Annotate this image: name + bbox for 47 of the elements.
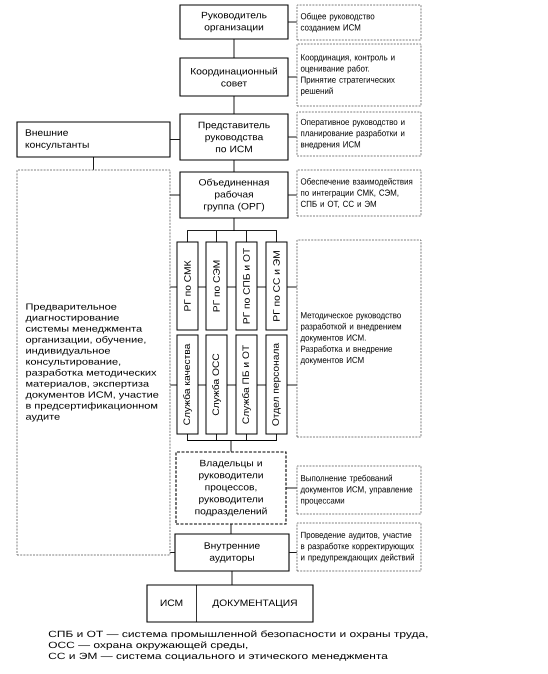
footnote-text: ОСС — охрана окружающей среды, (48, 641, 248, 650)
connector-line (288, 76, 298, 78)
description-box: Оперативное руководство и планирование разработки и внедрения ИСМ (296, 112, 422, 156)
connector-line (288, 194, 298, 196)
description-box: Методическое руководство разработкой и внедрением документов ИСМ. Разработка и внедрение документов ИСМ (296, 240, 422, 438)
footnote-text: СС и ЭМ — система социального и этического менеджмента (48, 652, 388, 661)
role-box: Руководитель организации (179, 4, 289, 40)
connector-line (198, 384, 206, 386)
vertical-text-box: РГ по СЭМ (206, 242, 228, 330)
description-box: Предварительное диагностирование системы менеджмента организации, обучение, индивидуальное консультирование, разработка методических материалов, экспертиза документов ИСМ, участие в предсертификационном аудите (16, 170, 170, 556)
connector-line (170, 552, 175, 553)
connector-line (170, 194, 180, 196)
vertical-text-box: Служба качества (176, 334, 198, 434)
role-box: Координационный совет (179, 57, 289, 97)
connector-line (288, 136, 298, 138)
role-box: Представитель руководства по ИСМ (179, 113, 289, 161)
connector-line (198, 286, 206, 288)
connector-line (230, 524, 232, 534)
connector-line (187, 218, 277, 242)
connector-line (170, 384, 177, 386)
connector-line (170, 139, 180, 140)
connector-line (227, 286, 236, 288)
connector-line (257, 286, 266, 288)
vertical-text-box: РГ по СПБ и ОТ (236, 242, 258, 330)
vertical-text-box: Служба ПБ и ОТ (236, 334, 258, 434)
role-box: Внутренние аудиторы (174, 533, 290, 572)
vertical-text-box: Служба ОСС (206, 334, 228, 434)
description-box: Координация, контроль и оценивание работ. Принятие стратегических решений (296, 44, 422, 106)
vertical-text-box: РГ по СМК (176, 242, 198, 330)
connector-line (287, 286, 298, 288)
vertical-text-box: РГ по СС и ЭМ (266, 242, 288, 330)
connector-line (187, 434, 277, 452)
description-box: Общее руководство созданием ИСМ (296, 4, 422, 40)
connector-line (289, 552, 298, 553)
description-box: Обеспечение взаимодействия по интеграции СМК, СЭМ, СПБ и ОТ, СС и ЭМ (296, 170, 422, 216)
connector-line (287, 384, 298, 386)
role-box: Владельцы и руководители процессов, руководители подразделений (175, 451, 287, 525)
connector-line (93, 157, 94, 170)
role-box: Объединенная рабочая группа (ОРГ) (179, 171, 289, 219)
table-box: ИСМ ДОКУМЕНТАЦИЯ (146, 584, 314, 623)
connector-line (257, 384, 266, 386)
vertical-text-box: Отдел персонала (266, 334, 288, 434)
description-box: Проведение аудитов, участие в разработке корректирующих и предупреждающих действий (296, 522, 422, 572)
connector-line (227, 384, 236, 386)
description-box: Выполнение требований документов ИСМ, управление процессами (296, 466, 422, 514)
role-box: Внешние консультанты (16, 121, 171, 158)
connector-line (170, 286, 177, 288)
